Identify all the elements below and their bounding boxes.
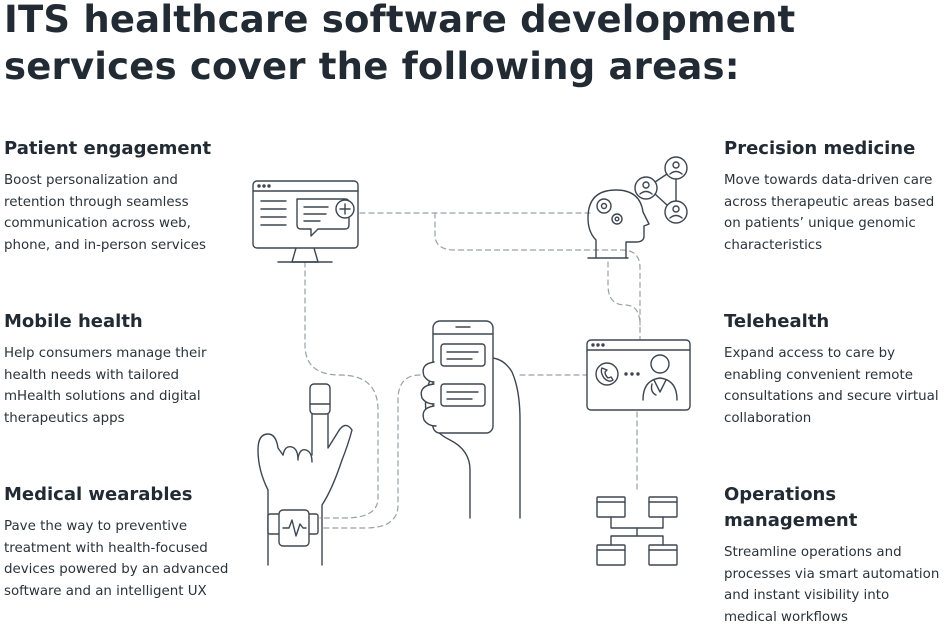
- area-description: Boost personalization and retention thro…: [4, 173, 207, 254]
- area-description: Expand access to care by enabling conven…: [724, 346, 939, 427]
- org-chart-icon: [596, 496, 678, 566]
- area-patient-engagement: Patient engagement Boost personalization…: [4, 136, 234, 257]
- area-title: Operations management: [724, 484, 858, 531]
- area-title: Precision medicine: [724, 138, 916, 159]
- area-title: Patient engagement: [4, 138, 212, 159]
- area-title: Mobile health: [4, 311, 143, 332]
- area-mobile-health: Mobile health Help consumers manage thei…: [4, 309, 234, 430]
- area-operations-management: Operations management Streamline operati…: [724, 482, 942, 629]
- area-description: Move towards data-driven care across the…: [724, 173, 935, 254]
- monitor-chat-icon: [252, 180, 359, 263]
- area-description: Help consumers manage their health needs…: [4, 346, 207, 427]
- head-network-icon: [587, 156, 688, 259]
- area-description: Pave the way to preventive treatment wit…: [4, 519, 229, 600]
- smartwatch-hand-icon: [257, 383, 353, 566]
- dashed-connectors: [304, 212, 641, 529]
- smartphone-hand-icon: [420, 320, 521, 519]
- area-title: Telehealth: [724, 311, 830, 332]
- area-telehealth: Telehealth Expand access to care by enab…: [724, 309, 942, 430]
- page-title: ITS healthcare software development serv…: [4, 0, 796, 88]
- area-title: Medical wearables: [4, 484, 193, 505]
- video-call-doctor-icon: [586, 339, 691, 411]
- area-precision-medicine: Precision medicine Move towards data-dri…: [724, 136, 942, 257]
- area-medical-wearables: Medical wearables Pave the way to preven…: [4, 482, 234, 603]
- area-description: Streamline operations and processes via …: [724, 545, 940, 626]
